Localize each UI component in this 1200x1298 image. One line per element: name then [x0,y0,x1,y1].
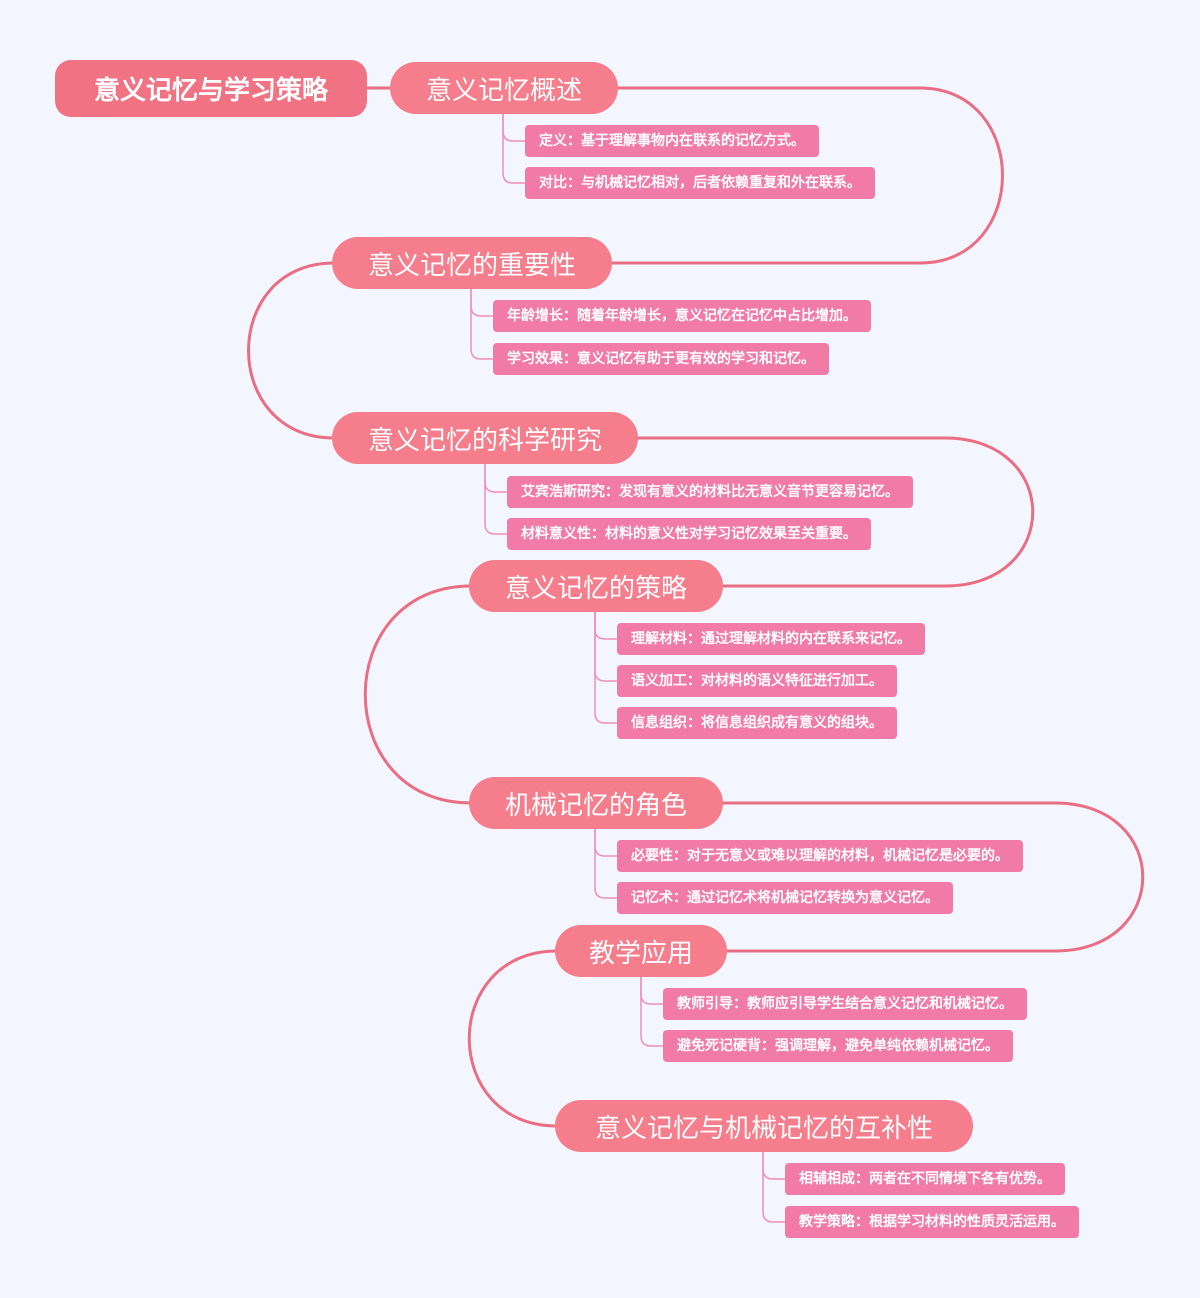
subtopic-avoid-rote[interactable]: 避免死记硬背：强调理解，避免单纯依赖机械记忆。 [663,1030,1013,1062]
subtopic-mnemonics[interactable]: 记忆术：通过记忆术将机械记忆转换为意义记忆。 [617,882,953,914]
subtopic-connector [594,829,617,857]
topic-strategies[interactable]: 意义记忆的策略 [469,560,723,612]
subtopic-connector [762,1152,785,1180]
subtopic-connector [594,612,617,640]
main-connector [247,261,336,440]
subtopic-ebbinghaus[interactable]: 艾宾浩斯研究：发现有意义的材料比无意义音节更容易记忆。 [507,476,913,508]
subtopic-connector [470,289,493,360]
root-topic[interactable]: 意义记忆与学习策略 [55,60,367,117]
subtopic-definition[interactable]: 定义：基于理解事物内在联系的记忆方式。 [525,125,819,157]
topic-rote-role[interactable]: 机械记忆的角色 [469,777,723,829]
subtopic-connector [502,114,525,184]
subtopic-understand-material[interactable]: 理解材料：通过理解材料的内在联系来记忆。 [617,623,925,655]
subtopic-connector [502,114,525,142]
subtopic-connector [762,1152,785,1223]
subtopic-connector [484,464,507,535]
subtopic-necessity[interactable]: 必要性：对于无意义或难以理解的材料，机械记忆是必要的。 [617,840,1023,872]
subtopic-connector [470,289,493,317]
topic-research[interactable]: 意义记忆的科学研究 [332,412,638,464]
subtopic-teacher-guidance[interactable]: 教师引导：教师应引导学生结合意义记忆和机械记忆。 [663,988,1027,1020]
subtopic-connector [594,612,617,724]
subtopic-learning-effect[interactable]: 学习效果：意义记忆有助于更有效的学习和记忆。 [493,343,829,375]
main-connector [718,801,1145,953]
subtopic-connector [594,829,617,899]
main-connector [634,436,1035,588]
subtopic-teaching-strategy[interactable]: 教学策略：根据学习材料的性质灵活运用。 [785,1206,1079,1238]
topic-overview[interactable]: 意义记忆概述 [390,62,618,114]
subtopic-connector [594,612,617,682]
subtopic-connector [484,464,507,493]
main-connector [467,949,559,1128]
subtopic-mutual-support[interactable]: 相辅相成：两者在不同情境下各有优势。 [785,1163,1065,1195]
topic-teaching[interactable]: 教学应用 [555,925,727,977]
subtopic-contrast[interactable]: 对比：与机械记忆相对，后者依赖重复和外在联系。 [525,167,875,199]
subtopic-connector [640,977,663,1005]
subtopic-semantic-processing[interactable]: 语义加工：对材料的语义特征进行加工。 [617,665,897,697]
subtopic-connector [640,977,663,1047]
subtopic-age-growth[interactable]: 年龄增长：随着年龄增长，意义记忆在记忆中占比增加。 [493,300,871,332]
main-connector [363,584,473,805]
subtopic-material-meaning[interactable]: 材料意义性：材料的意义性对学习记忆效果至关重要。 [507,518,871,550]
main-connector [608,86,1004,265]
subtopic-information-organization[interactable]: 信息组织：将信息组织成有意义的组块。 [617,707,897,739]
topic-importance[interactable]: 意义记忆的重要性 [332,237,612,289]
topic-complementarity[interactable]: 意义记忆与机械记忆的互补性 [555,1100,973,1152]
